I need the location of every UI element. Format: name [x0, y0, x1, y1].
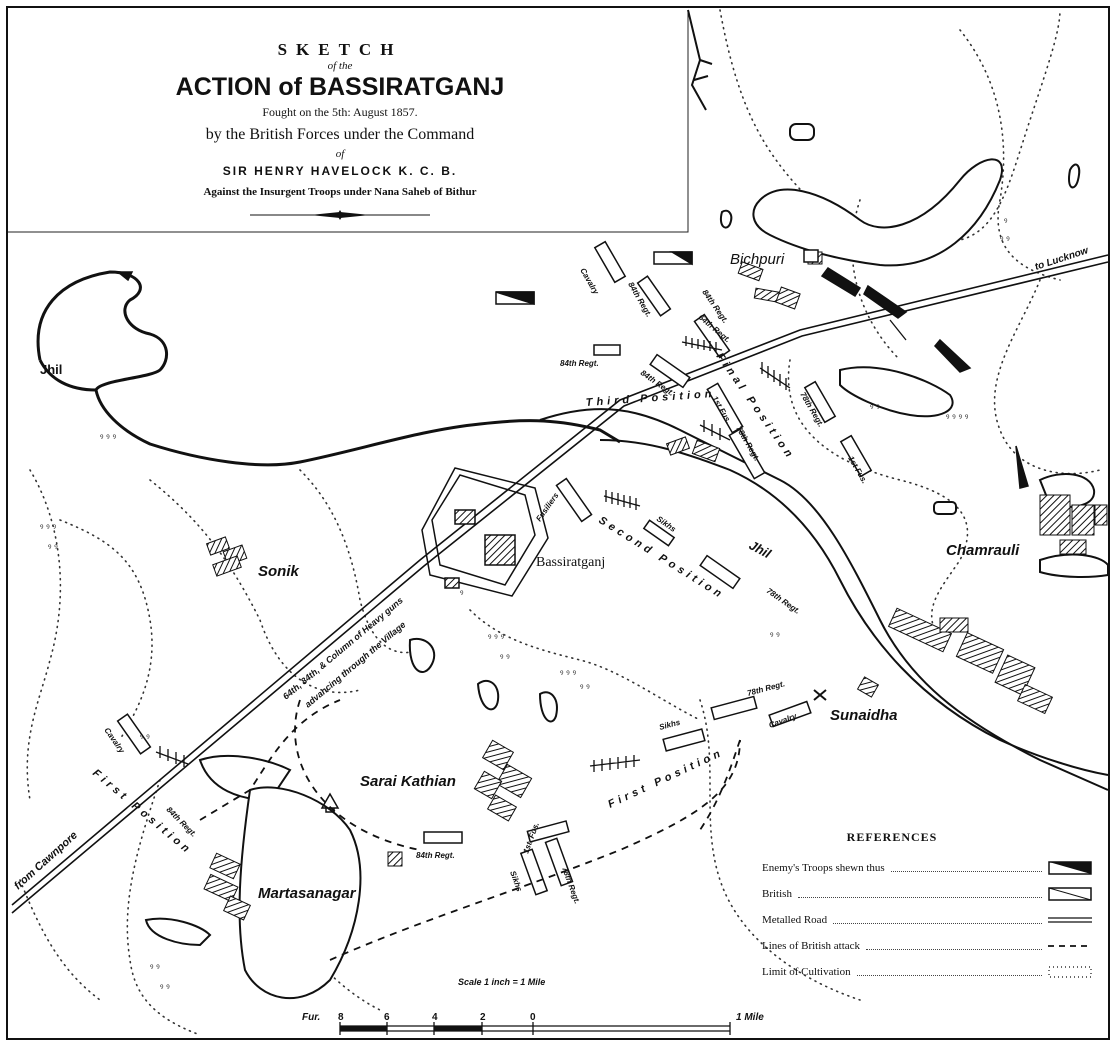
title-ornament	[250, 210, 430, 220]
svg-text:ꝰ ꝰ: ꝰ ꝰ	[500, 653, 510, 663]
village-buildings	[203, 251, 1108, 921]
svg-text:ꝰ: ꝰ	[460, 589, 464, 599]
tree-symbols: ꝰ ꝰ ꝰꝰ ꝰ ꝰꝰ ꝰ ꝰ ꝰ ꝰꝰ ꝰꝰ ꝰ ꝰ ꝰ ꝰꝰꝰ ꝰ ꝰ ꝰ …	[40, 217, 1010, 993]
attack-line-symbol	[1048, 945, 1092, 947]
legend-title: REFERENCES	[846, 830, 938, 844]
legend: REFERENCES Enemy's Troops shewn thus Bri…	[762, 830, 1092, 985]
svg-text:ꝰ ꝰ ꝰ: ꝰ ꝰ ꝰ	[100, 433, 117, 443]
british-attack-lines	[199, 699, 741, 961]
label-sonik: Sonik	[258, 563, 299, 580]
scale-tick-2: 2	[480, 1012, 486, 1023]
svg-text:ꝰ ꝰ ꝰ: ꝰ ꝰ ꝰ	[560, 669, 577, 679]
label-jhil-west: Jhil	[40, 362, 62, 377]
title-commander: SIR HENRY HAVELOCK K. C. B.	[222, 164, 458, 178]
legend-label-british: British	[762, 888, 792, 900]
legend-label-cultivation: Limit of Cultivation	[762, 966, 851, 978]
scale-tick-8: 8	[338, 1012, 344, 1023]
british-symbol	[1048, 887, 1092, 901]
jhil-west-lake	[36, 270, 621, 467]
svg-text:ꝰ ꝰ: ꝰ ꝰ	[150, 963, 160, 973]
label-martasanagar: Martasanagar	[258, 885, 357, 902]
svg-text:ꝰ ꝰ: ꝰ ꝰ	[770, 631, 780, 641]
label-84th-s: 84th Regt.	[416, 851, 455, 860]
legend-item-enemy: Enemy's Troops shewn thus	[762, 855, 1092, 881]
title-of: of	[335, 148, 345, 160]
label-sarai-kathian: Sarai Kathian	[360, 773, 456, 790]
title-date: Fought on the 5th: August 1857.	[262, 105, 418, 119]
ponds	[144, 123, 1109, 999]
label-sunaidha: Sunaidha	[830, 707, 898, 724]
svg-text:ꝰ ꝰ: ꝰ ꝰ	[48, 543, 58, 553]
enemy-troops	[115, 251, 1029, 489]
svg-text:ꝰ ꝰ: ꝰ ꝰ	[580, 683, 590, 693]
title-sketch: SKETCH	[277, 40, 403, 59]
legend-label-road: Metalled Road	[762, 914, 828, 926]
place-labels: Bichpuri Jhil Jhil Sonik Bassiratganj Ch…	[40, 251, 1020, 902]
legend-item-road: Metalled Road	[762, 907, 1092, 933]
label-bassiratganj: Bassiratganj	[536, 555, 605, 570]
title-block: SKETCH of the ACTION of BASSIRATGANJ Fou…	[60, 40, 620, 225]
scale-note: Scale 1 inch = 1 Mile	[458, 977, 546, 987]
bassiratganj-village	[421, 467, 549, 597]
british-troops	[116, 240, 873, 896]
scale-tick-4: 4	[432, 1012, 438, 1023]
cultivation-symbol	[1048, 966, 1092, 978]
label-84th-mid: 84th Regt.	[560, 359, 599, 368]
scale-bar: Fur. 8 6 4 2 0 1 Mile	[302, 1012, 764, 1035]
svg-text:ꝰ ꝰ: ꝰ ꝰ	[870, 403, 880, 413]
legend-label-attack: Lines of British attack	[762, 940, 861, 952]
svg-text:ꝰ ꝰ ꝰ: ꝰ ꝰ ꝰ	[488, 633, 505, 643]
svg-text:ꝰ: ꝰ	[1004, 217, 1008, 227]
scale-tick-6: 6	[384, 1012, 390, 1023]
legend-label-enemy: Enemy's Troops shewn thus	[762, 862, 885, 874]
skirmish-lines	[155, 319, 907, 772]
road-symbol	[1048, 917, 1092, 923]
title-of-the: of the	[327, 60, 353, 72]
scale-end-label: 1 Mile	[736, 1012, 764, 1023]
north-arrow	[687, 9, 713, 111]
svg-text:ꝰ ꝰ: ꝰ ꝰ	[1000, 235, 1010, 245]
svg-text:ꝰ ꝰ ꝰ ꝰ: ꝰ ꝰ ꝰ ꝰ	[946, 413, 969, 423]
scale-tick-0: 0	[530, 1012, 536, 1023]
enemy-symbol	[1048, 861, 1092, 875]
title-box-border	[8, 10, 689, 233]
legend-item-attack: Lines of British attack	[762, 933, 1092, 959]
temple-symbol	[320, 792, 340, 813]
map-frame	[6, 6, 1110, 1040]
map-title: ACTION of BASSIRATGANJ	[175, 73, 505, 101]
svg-text:ꝰ ꝰ: ꝰ ꝰ	[140, 733, 150, 743]
title-against: Against the Insurgent Troops under Nana …	[203, 186, 477, 198]
label-chamrauli: Chamrauli	[946, 542, 1020, 559]
cross-symbol	[813, 689, 827, 701]
svg-text:ꝰ ꝰ: ꝰ ꝰ	[160, 983, 170, 993]
svg-text:ꝰ ꝰ ꝰ: ꝰ ꝰ ꝰ	[40, 523, 57, 533]
legend-item-british: British	[762, 881, 1092, 907]
title-forces: by the British Forces under the Command	[205, 126, 475, 143]
jhil-river	[539, 408, 1109, 791]
scale-unit-label: Fur.	[302, 1012, 320, 1023]
label-bichpuri: Bichpuri	[730, 251, 785, 268]
legend-item-cultivation: Limit of Cultivation	[762, 959, 1092, 985]
